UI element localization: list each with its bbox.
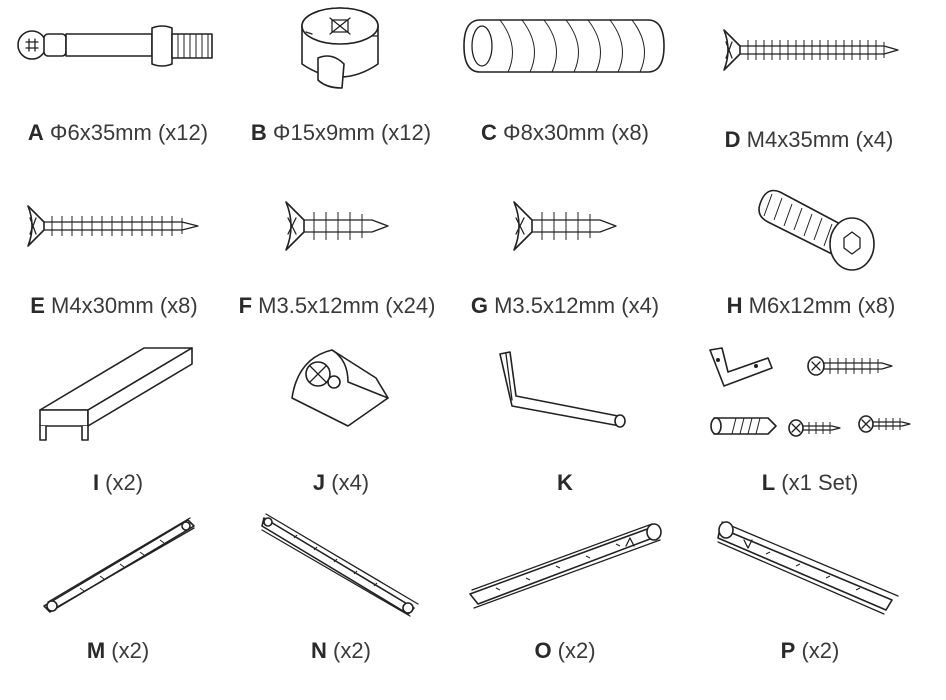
drawer-runner-icon	[469, 523, 662, 609]
part-label-i: I (x2)	[92, 470, 144, 495]
part-label-c: C Φ8x30mm (x8)	[481, 120, 649, 145]
part-label-p: P (x2)	[780, 638, 840, 663]
part-label-d: D M4x35mm (x4)	[724, 127, 894, 152]
allen-key-icon	[499, 351, 626, 428]
corner-connector-icon	[291, 349, 389, 427]
wall-fixing-kit-icon	[709, 347, 911, 437]
drawer-runner-icon	[261, 513, 419, 617]
drawer-runner-icon	[43, 517, 195, 613]
part-label-h: H M6x12mm (x8)	[726, 293, 896, 318]
screw-icon	[723, 29, 899, 71]
cam-bolt-icon	[17, 25, 213, 67]
handle-icon	[39, 347, 193, 441]
screw-icon	[513, 201, 617, 251]
part-label-j: J (x4)	[312, 470, 370, 495]
part-label-a: A Φ6x35mm (x12)	[27, 120, 209, 145]
part-label-e: E M4x30mm (x8)	[30, 293, 198, 318]
drawer-runner-icon	[717, 521, 899, 615]
screw-icon	[27, 205, 199, 247]
part-label-n: N (x2)	[311, 638, 371, 663]
part-label-b: B Φ15x9mm (x12)	[250, 120, 432, 145]
part-label-l: L (x1 Set)	[761, 470, 859, 495]
cam-lock-icon	[301, 7, 379, 89]
part-label-f: F M3.5x12mm (x24)	[238, 293, 436, 318]
wood-dowel-icon	[463, 19, 665, 73]
part-label-g: G M3.5x12mm (x4)	[470, 293, 660, 318]
part-label-k: K	[557, 470, 573, 495]
hex-bolt-icon	[758, 189, 875, 271]
part-label-o: O (x2)	[534, 638, 596, 663]
screw-icon	[285, 201, 389, 251]
part-label-m: M (x2)	[86, 638, 150, 663]
